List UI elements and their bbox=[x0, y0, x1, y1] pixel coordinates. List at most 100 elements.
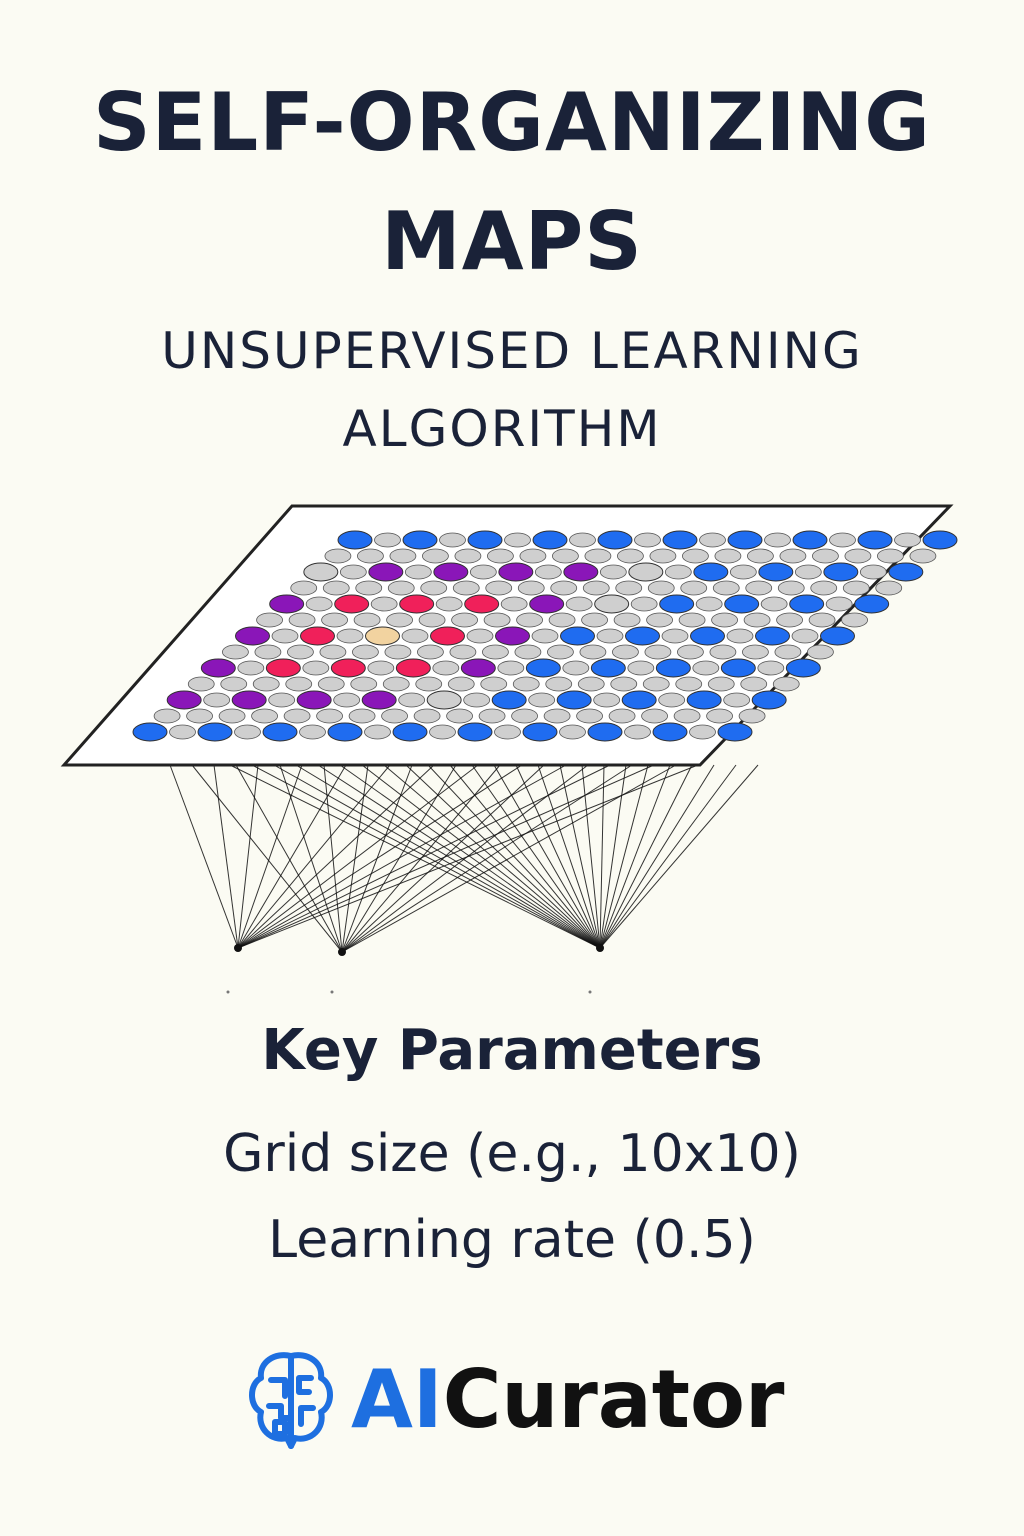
som-diagram bbox=[60, 504, 958, 994]
som-filler-node bbox=[355, 580, 383, 596]
som-filler-node bbox=[844, 548, 872, 564]
som-filler-node bbox=[321, 612, 348, 628]
som-filler-node bbox=[593, 692, 621, 708]
som-filler-node bbox=[547, 644, 574, 660]
som-filler-node bbox=[569, 532, 596, 548]
som-filler-node bbox=[747, 548, 774, 564]
som-node bbox=[522, 722, 558, 742]
connection-line bbox=[599, 764, 759, 949]
connection-line bbox=[599, 764, 649, 949]
som-filler-node bbox=[389, 548, 417, 564]
som-filler-node bbox=[617, 548, 644, 564]
som-filler-node bbox=[612, 644, 639, 660]
connection-line bbox=[599, 764, 671, 949]
connection-line bbox=[581, 764, 601, 949]
som-filler-node bbox=[451, 612, 478, 628]
som-node bbox=[495, 626, 530, 646]
som-filler-node bbox=[494, 724, 521, 740]
som-filler-node bbox=[299, 724, 326, 740]
som-node bbox=[132, 722, 168, 742]
som-filler-node bbox=[779, 548, 807, 564]
input-marker bbox=[226, 990, 230, 994]
som-filler-node bbox=[658, 692, 686, 708]
connection-line bbox=[449, 764, 601, 949]
som-filler-node bbox=[807, 644, 834, 660]
som-node bbox=[235, 626, 270, 646]
som-filler-node bbox=[745, 580, 773, 596]
som-filler-node bbox=[374, 532, 401, 548]
som-filler-node bbox=[647, 580, 675, 596]
page-title-line-1: SELF-ORGANIZING bbox=[93, 76, 931, 169]
connection-line bbox=[237, 764, 391, 949]
som-filler-node bbox=[370, 596, 398, 612]
connection-line bbox=[599, 764, 737, 949]
som-filler-node bbox=[774, 644, 802, 660]
som-node bbox=[556, 690, 592, 710]
som-filler-node bbox=[516, 612, 543, 628]
som-filler-node bbox=[382, 676, 410, 692]
som-filler-node bbox=[333, 692, 361, 708]
som-node bbox=[563, 562, 599, 582]
connection-line bbox=[339, 764, 601, 949]
som-filler-node bbox=[760, 596, 788, 612]
som-node bbox=[690, 626, 725, 646]
connection-line bbox=[559, 764, 601, 949]
brain-circuit-icon bbox=[249, 1351, 333, 1449]
som-filler-node bbox=[384, 644, 412, 660]
som-node bbox=[368, 562, 404, 582]
connection-line bbox=[471, 764, 601, 949]
som-filler-node bbox=[454, 548, 482, 564]
som-filler-node bbox=[480, 676, 508, 692]
connection-line bbox=[537, 764, 601, 949]
som-node bbox=[590, 658, 626, 678]
som-filler-node bbox=[485, 580, 513, 596]
connection-line bbox=[251, 764, 601, 949]
connection-line bbox=[341, 764, 457, 953]
som-filler-node bbox=[386, 612, 413, 628]
som-filler-node bbox=[565, 596, 593, 612]
key-parameters-heading: Key Parameters bbox=[261, 1018, 763, 1083]
connection-line bbox=[599, 764, 693, 949]
som-filler-node bbox=[794, 564, 822, 580]
som-filler-node bbox=[500, 596, 528, 612]
connection-line bbox=[323, 764, 343, 953]
som-filler-node bbox=[187, 676, 215, 692]
som-filler-node bbox=[608, 708, 636, 724]
som-filler-node bbox=[429, 724, 456, 740]
som-filler-node bbox=[757, 660, 785, 676]
som-filler-node bbox=[579, 644, 607, 660]
som-filler-node bbox=[706, 708, 733, 724]
som-filler-node bbox=[324, 548, 352, 564]
som-node bbox=[922, 530, 958, 550]
brand-logo: AICurator bbox=[245, 1345, 784, 1455]
som-node bbox=[265, 658, 301, 678]
som-filler-node bbox=[550, 580, 578, 596]
som-filler-node bbox=[678, 612, 706, 628]
som-filler-node bbox=[664, 564, 692, 580]
som-filler-node bbox=[677, 644, 704, 660]
som-filler-node bbox=[420, 580, 448, 596]
som-filler-node bbox=[222, 644, 249, 660]
som-node bbox=[655, 658, 691, 678]
som-filler-node bbox=[432, 660, 460, 676]
som-filler-node bbox=[319, 644, 347, 660]
som-bmu-node bbox=[365, 626, 400, 646]
som-filler-node bbox=[634, 532, 661, 548]
som-filler-node bbox=[254, 644, 282, 660]
som-filler-node bbox=[463, 692, 491, 708]
som-filler-node bbox=[446, 708, 473, 724]
som-filler-node bbox=[256, 612, 283, 628]
som-node bbox=[652, 722, 688, 742]
som-filler-node bbox=[482, 644, 509, 660]
page-title-line-2: MAPS bbox=[381, 195, 643, 288]
som-filler-node bbox=[810, 580, 838, 596]
som-filler-node bbox=[548, 612, 576, 628]
som-node bbox=[820, 626, 855, 646]
som-filler-node bbox=[288, 612, 316, 628]
som-filler-node bbox=[825, 596, 853, 612]
som-node bbox=[399, 594, 435, 614]
som-filler-node bbox=[695, 596, 723, 612]
som-node bbox=[231, 690, 267, 710]
som-filler-node bbox=[268, 692, 296, 708]
som-filler-node bbox=[812, 548, 839, 564]
